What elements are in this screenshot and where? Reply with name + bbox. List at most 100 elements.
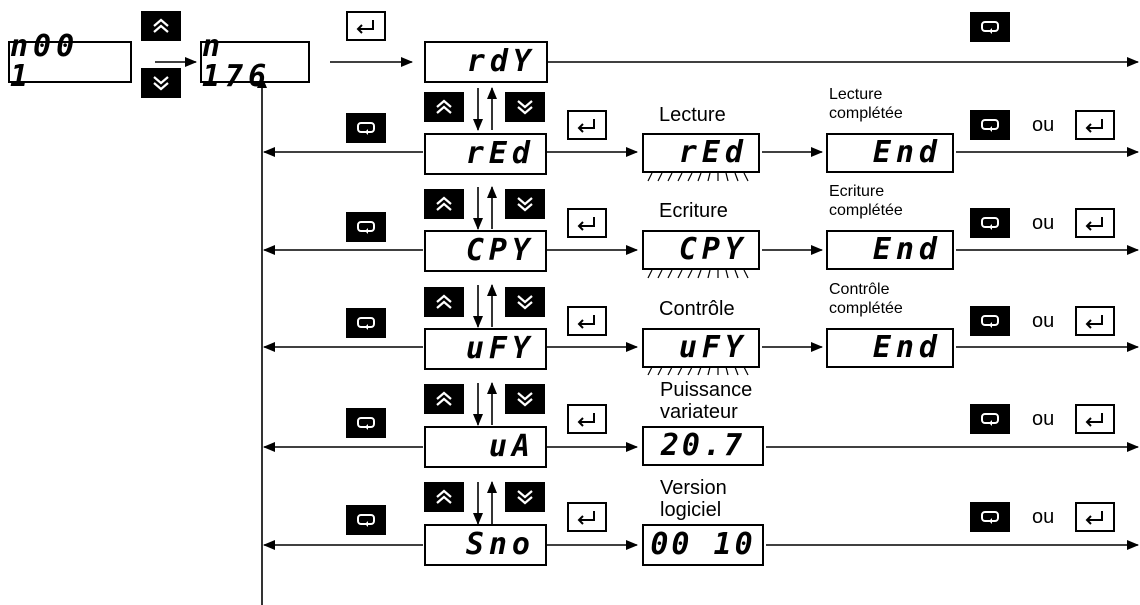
double-chevron-up-icon [436, 391, 452, 406]
enter-key[interactable] [346, 11, 386, 41]
loop-return-icon [981, 21, 999, 34]
enter-return-icon [1085, 315, 1103, 329]
double-chevron-up-icon [436, 196, 452, 211]
down-key[interactable] [505, 189, 545, 219]
loop-return-icon [357, 514, 375, 527]
up-key[interactable] [424, 287, 464, 317]
up-key[interactable] [141, 11, 181, 41]
loop-return-icon [981, 119, 999, 132]
up-key[interactable] [424, 189, 464, 219]
display-ufy-running: uFY [642, 328, 760, 368]
display-end-check: End [826, 328, 954, 368]
ou-label: ou [1032, 212, 1055, 234]
escape-key[interactable] [970, 12, 1010, 42]
double-chevron-down-icon [517, 490, 533, 505]
enter-return-icon [577, 119, 595, 133]
up-key[interactable] [424, 384, 464, 414]
enter-return-icon [1085, 119, 1103, 133]
double-chevron-down-icon [517, 197, 533, 212]
double-chevron-down-icon [517, 100, 533, 115]
display-sno: Sno [424, 524, 547, 566]
enter-return-icon [577, 413, 595, 427]
loop-return-icon [357, 417, 375, 430]
enter-return-icon [577, 315, 595, 329]
enter-return-icon [577, 511, 595, 525]
enter-key[interactable] [1075, 208, 1115, 238]
loop-return-icon [357, 317, 375, 330]
display-cpy-running: CPY [642, 230, 760, 270]
ou-label: ou [1032, 114, 1055, 136]
double-chevron-down-icon [153, 76, 169, 91]
escape-key[interactable] [970, 404, 1010, 434]
blink-rays-red [647, 172, 749, 182]
display-end-write: End [826, 230, 954, 270]
ou-label: ou [1032, 310, 1055, 332]
double-chevron-up-icon [436, 489, 452, 504]
display-cpy: CPY [424, 230, 547, 272]
enter-key[interactable] [567, 306, 607, 336]
escape-key[interactable] [346, 308, 386, 338]
loop-return-icon [981, 511, 999, 524]
loop-return-icon [981, 217, 999, 230]
escape-key[interactable] [970, 110, 1010, 140]
escape-key[interactable] [970, 502, 1010, 532]
label-controle-done: Contrôle complétée [829, 281, 903, 317]
down-key[interactable] [505, 384, 545, 414]
display-power-value: 20.7 [642, 426, 764, 466]
double-chevron-down-icon [517, 295, 533, 310]
label-ecriture-done: Ecriture complétée [829, 183, 903, 219]
up-key[interactable] [424, 482, 464, 512]
enter-return-icon [577, 217, 595, 231]
escape-key[interactable] [970, 306, 1010, 336]
display-n001: n00 1 [8, 32, 132, 92]
enter-key[interactable] [567, 110, 607, 140]
display-ufy: uFY [424, 328, 547, 370]
down-key[interactable] [505, 287, 545, 317]
enter-key[interactable] [1075, 404, 1115, 434]
label-puissance: Puissance variateur [660, 379, 753, 423]
down-key[interactable] [141, 68, 181, 98]
label-ecriture: Ecriture [659, 200, 728, 222]
enter-key[interactable] [567, 404, 607, 434]
escape-key[interactable] [346, 408, 386, 438]
up-key[interactable] [424, 92, 464, 122]
label-lecture: Lecture [659, 104, 726, 126]
display-n176: n 176 [200, 32, 310, 92]
enter-return-icon [1085, 511, 1103, 525]
escape-key[interactable] [346, 212, 386, 242]
blink-rays-ufy [647, 366, 749, 376]
loop-return-icon [981, 315, 999, 328]
blink-rays-cpy [647, 269, 749, 279]
loop-return-icon [981, 413, 999, 426]
double-chevron-up-icon [436, 294, 452, 309]
display-red: rEd [424, 133, 547, 175]
enter-key[interactable] [1075, 110, 1115, 140]
enter-key[interactable] [1075, 306, 1115, 336]
enter-key[interactable] [567, 208, 607, 238]
double-chevron-up-icon [436, 99, 452, 114]
enter-key[interactable] [1075, 502, 1115, 532]
escape-key[interactable] [346, 113, 386, 143]
label-lecture-done: Lecture complétée [829, 86, 903, 122]
double-chevron-down-icon [517, 392, 533, 407]
double-chevron-up-icon [153, 18, 169, 33]
ou-label: ou [1032, 408, 1055, 430]
label-version: Version logiciel [660, 477, 727, 521]
down-key[interactable] [505, 92, 545, 122]
enter-return-icon [356, 20, 374, 34]
display-ua: uA [424, 426, 547, 468]
enter-return-icon [1085, 217, 1103, 231]
escape-key[interactable] [970, 208, 1010, 238]
enter-key[interactable] [567, 502, 607, 532]
display-rdy: rdY [424, 41, 548, 83]
loop-return-icon [357, 221, 375, 234]
enter-return-icon [1085, 413, 1103, 427]
display-version-value: 00 10 [642, 524, 764, 566]
label-controle: Contrôle [659, 298, 735, 320]
down-key[interactable] [505, 482, 545, 512]
ou-label: ou [1032, 506, 1055, 528]
display-red-running: rEd [642, 133, 760, 173]
escape-key[interactable] [346, 505, 386, 535]
display-end-read: End [826, 133, 954, 173]
